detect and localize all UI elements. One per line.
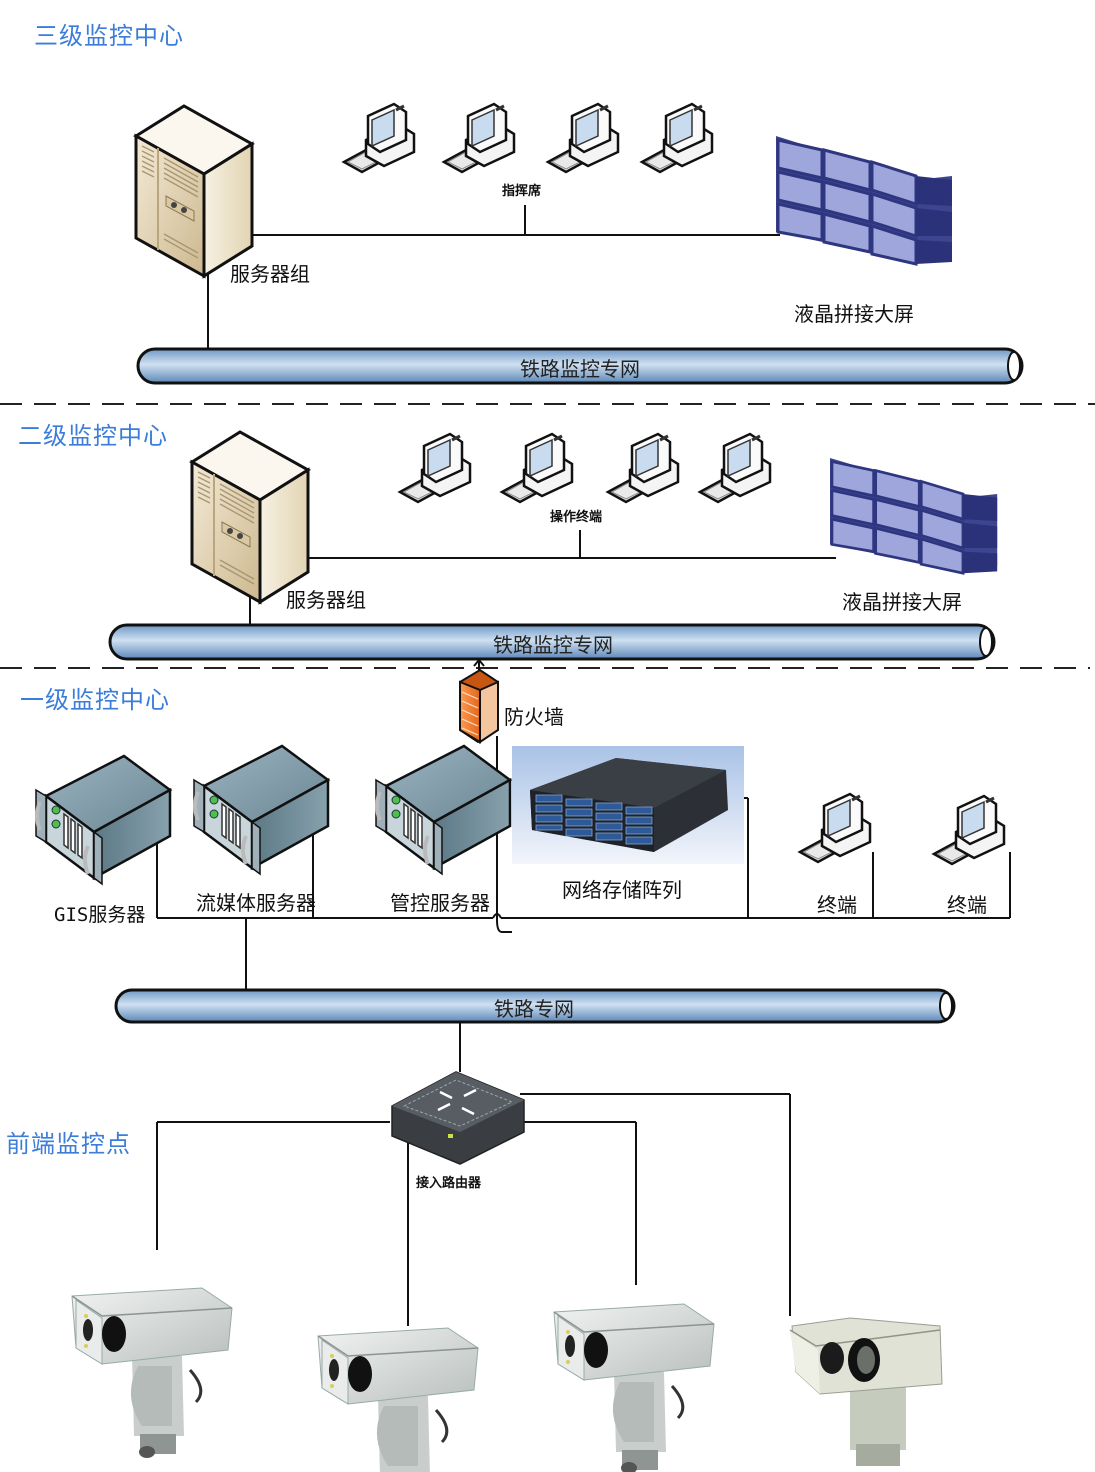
thermal-camera-icon [789,1317,943,1466]
zone-title-frontend: 前端监控点 [6,1130,131,1158]
zone-title-level3: 三级监控中心 [34,22,184,50]
streaming-server-icon [192,744,330,876]
level2-server-group-icon [190,430,310,604]
level3-video-wall-icon [774,134,954,266]
camera-icon [70,1286,234,1460]
level3-network-pipe [136,347,1024,385]
gis-server-icon [34,754,172,886]
firewall-icon [459,668,499,744]
storage-array-icon [512,746,744,864]
camera-icon [316,1326,480,1472]
firewall-label: 防火墙 [504,705,564,729]
level2-network-pipe [108,623,996,661]
terminal-icon [932,794,1006,866]
railway-network-label: 铁路专网 [494,997,574,1021]
level3-workstation-icon [546,102,620,174]
level3-workstation-icon [640,102,714,174]
level3-video-wall-label: 液晶拼接大屏 [794,302,914,326]
level2-server-group-label: 服务器组 [286,588,366,612]
access-router-label: 接入路由器 [416,1176,482,1191]
level2-workstation-icon [698,432,772,504]
terminal-icon [798,792,872,864]
level2-video-wall-label: 液晶拼接大屏 [842,590,962,614]
camera-icon [552,1302,716,1472]
terminal-label: 终端 [947,893,987,917]
level3-server-group-label: 服务器组 [230,262,310,286]
level2-workstation-icon [500,432,574,504]
control-server-icon [374,744,512,876]
level2-video-wall-icon [828,456,999,575]
level3-network-label: 铁路监控专网 [520,357,640,381]
terminal-label: 终端 [817,893,857,917]
frontend-connections [156,1022,791,1326]
control-server-label: 管控服务器 [390,891,490,915]
zone-title-level2: 二级监控中心 [18,422,168,450]
level3-server-group-icon [134,104,254,278]
level3-workstation-icon [442,102,516,174]
level2-workstations-label: 操作终端 [550,510,603,525]
level2-workstation-icon [606,432,680,504]
level2-network-label: 铁路监控专网 [493,633,613,657]
level3-connections [207,205,780,350]
level2-workstation-icon [398,432,472,504]
streaming-server-label: 流媒体服务器 [196,891,316,915]
storage-array-label: 网络存储阵列 [562,878,682,902]
gis-server-label: GIS服务器 [54,904,146,926]
level3-workstations-label: 指挥席 [502,184,542,199]
level3-workstation-icon [342,102,416,174]
access-router-icon [391,1071,525,1165]
railway-network-pipe [114,988,956,1024]
zone-title-level1: 一级监控中心 [20,686,170,714]
